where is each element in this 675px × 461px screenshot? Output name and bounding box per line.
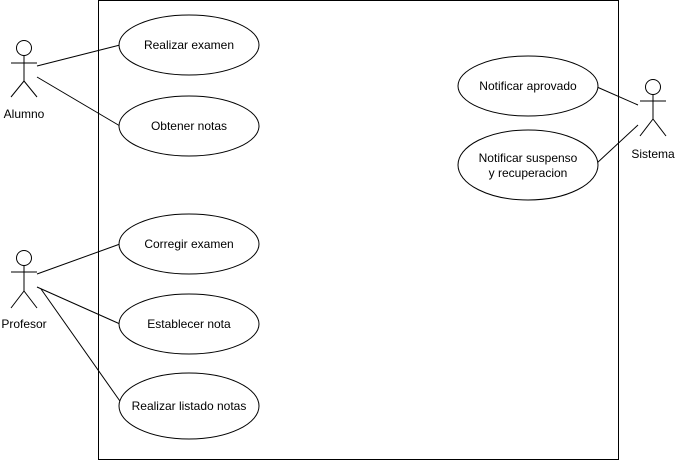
use-case-label-line2: y recuperacion <box>489 166 568 180</box>
actor-right-leg <box>23 290 38 309</box>
actor-profesor[interactable] <box>10 250 38 309</box>
actor-alumno-label: Alumno <box>4 107 45 121</box>
use-case-ellipse <box>457 55 599 117</box>
association-sistema-notificar-aprovado[interactable] <box>596 86 639 106</box>
association-profesor-corregir-examen[interactable] <box>36 243 121 275</box>
actor-right-leg <box>652 118 667 137</box>
actor-sistema-label: Sistema <box>631 147 675 161</box>
use-case-label: Notificar aprovado <box>479 79 577 93</box>
use-case-establecer-nota[interactable]: Establecer nota <box>118 293 260 355</box>
use-case-realizar-examen[interactable]: Realizar examen <box>118 14 260 76</box>
use-case-label: Realizar examen <box>144 38 234 52</box>
use-case-ellipse <box>118 213 260 275</box>
use-case-label: Establecer nota <box>147 317 231 331</box>
association-profesor-realizar-listado[interactable] <box>40 288 123 405</box>
actor-left-leg <box>10 80 25 98</box>
actor-alumno[interactable] <box>10 40 38 98</box>
use-case-ellipse <box>118 14 260 76</box>
actor-left-leg <box>10 290 25 309</box>
actor-right-leg <box>23 80 38 98</box>
use-case-label: Obtener notas <box>151 119 227 133</box>
use-case-ellipse <box>457 129 599 201</box>
actor-head <box>16 40 32 56</box>
associations <box>36 44 639 405</box>
actor-profesor-label: Profesor <box>1 317 46 331</box>
use-case-ellipse <box>118 372 260 440</box>
actor-head <box>645 79 661 95</box>
association-alumno-realizar-examen[interactable] <box>36 44 121 67</box>
actor-sistema[interactable] <box>639 79 667 137</box>
actor-head <box>16 250 32 266</box>
use-case-label-line1: Notificar suspenso <box>479 151 578 165</box>
use-case-notificar-suspenso[interactable]: Notificar suspenso y recuperacion <box>457 129 599 201</box>
association-alumno-obtener-notas[interactable] <box>36 76 121 127</box>
use-case-ellipse <box>118 95 260 157</box>
association-profesor-establecer-nota[interactable] <box>36 286 121 325</box>
use-case-ellipse <box>118 293 260 355</box>
actor-left-leg <box>639 118 654 137</box>
use-case-corregir-examen[interactable]: Corregir examen <box>118 213 260 275</box>
use-case-label: Corregir examen <box>144 237 233 251</box>
use-case-label: Realizar listado notas <box>132 399 247 413</box>
use-case-obtener-notas[interactable]: Obtener notas <box>118 95 260 157</box>
association-sistema-notificar-suspenso[interactable] <box>596 124 639 164</box>
use-case-notificar-aprovado[interactable]: Notificar aprovado <box>457 55 599 117</box>
use-case-realizar-listado-notas[interactable]: Realizar listado notas <box>118 372 260 440</box>
